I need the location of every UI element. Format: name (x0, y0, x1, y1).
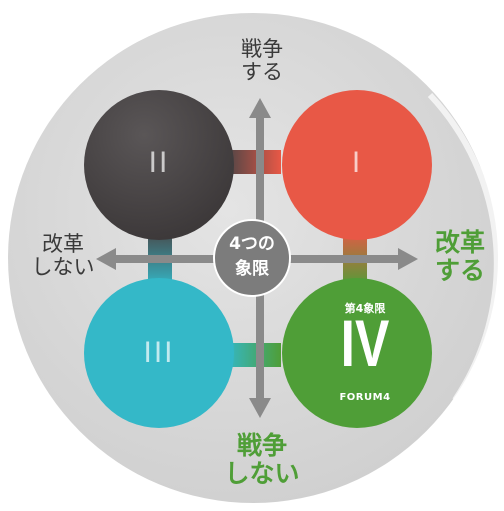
axis-label-left-line1: 改革 (42, 232, 84, 256)
arrow-right-icon (398, 248, 418, 270)
axis-label-right-line2: する (434, 255, 485, 285)
quadrant-2-numeral: II (148, 146, 170, 179)
center-label-line2: 象限 (235, 258, 269, 279)
axis-label-top-line1: 戦争 (241, 37, 283, 61)
arrow-left-icon (96, 248, 116, 270)
axis-label-reform-yes: 改革 する (420, 229, 500, 284)
disc-highlight-arc (427, 92, 500, 402)
quadrant-4-bubble (282, 278, 432, 428)
axis-label-right-line1: 改革 (434, 228, 485, 257)
quadrant-1-numeral: I (351, 146, 363, 179)
quadrant-4-numeral: IV (340, 306, 390, 380)
center-circle (213, 219, 291, 297)
quadrant-4-sublabel: 第4象限 (344, 302, 386, 315)
quadrant-3-numeral: III (143, 336, 175, 369)
arrow-down-icon (249, 398, 271, 418)
forum4-logo: FORUM4 (339, 392, 391, 403)
center-label-line1: 4つの (229, 234, 275, 254)
center-label: 4つの 象限 (218, 232, 286, 281)
axis-label-top-line2: する (241, 60, 283, 85)
axis-label-reform-no: 改革 しない (28, 232, 98, 280)
axis-label-war-yes: 戦争 する (232, 37, 292, 85)
axis-label-bottom-line2: しない (224, 458, 300, 488)
quadrant-2-bubble (84, 90, 234, 240)
axis-label-left-line2: しない (31, 255, 95, 280)
axis-label-bottom-line1: 戦争 (236, 431, 287, 460)
bridge-top (225, 150, 281, 174)
bridge-bottom (225, 343, 281, 367)
quadrant-3-bubble (84, 278, 234, 428)
quadrant-1-bubble (282, 90, 432, 240)
axis-label-war-no: 戦争 しない (222, 432, 302, 487)
arrow-up-icon (249, 98, 271, 118)
